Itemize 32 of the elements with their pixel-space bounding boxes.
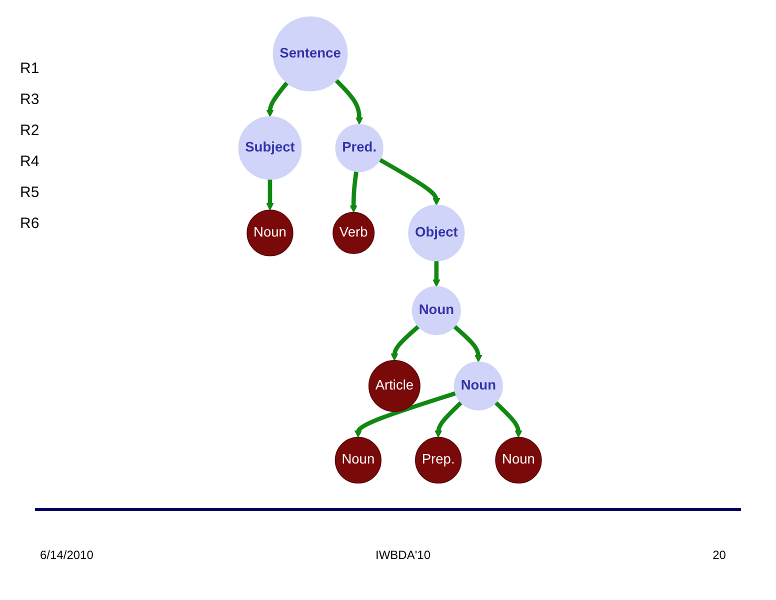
node-circle: Prep. [414,436,462,484]
rule-label: R1 [20,60,40,77]
node-circle: Sentence [272,16,348,92]
node-circle: Noun [495,436,542,484]
arrow [434,401,463,438]
node-circle: Noun [412,286,461,336]
rule-label: R6 [20,215,40,232]
arrow [266,179,274,210]
rule-label: R3 [20,91,40,108]
arrow [354,391,456,438]
rule-label: R2 [20,122,40,139]
node-circle: Noun [454,362,503,410]
arrow [390,324,420,361]
node-circle: Noun [246,210,294,256]
arrow [432,260,440,287]
date-text: 6/14/2010 [40,548,94,562]
rule-label: R5 [20,184,40,201]
node-circle: Pred. [335,124,384,172]
node-circle: Article [368,360,420,412]
rule-label: R4 [20,153,40,170]
arrow [378,158,440,206]
arrow [350,171,358,213]
arrow [266,81,289,118]
arrow [494,401,522,438]
node-circle: Object [408,204,465,262]
node-circle: Noun [334,436,382,484]
page-number: 20 [712,548,726,562]
node-circle: Verb [332,212,375,254]
node-circle: Subject [238,116,302,180]
event-name: IWBDA'10 [376,548,430,562]
arrow [334,78,364,125]
arrow [453,324,482,362]
